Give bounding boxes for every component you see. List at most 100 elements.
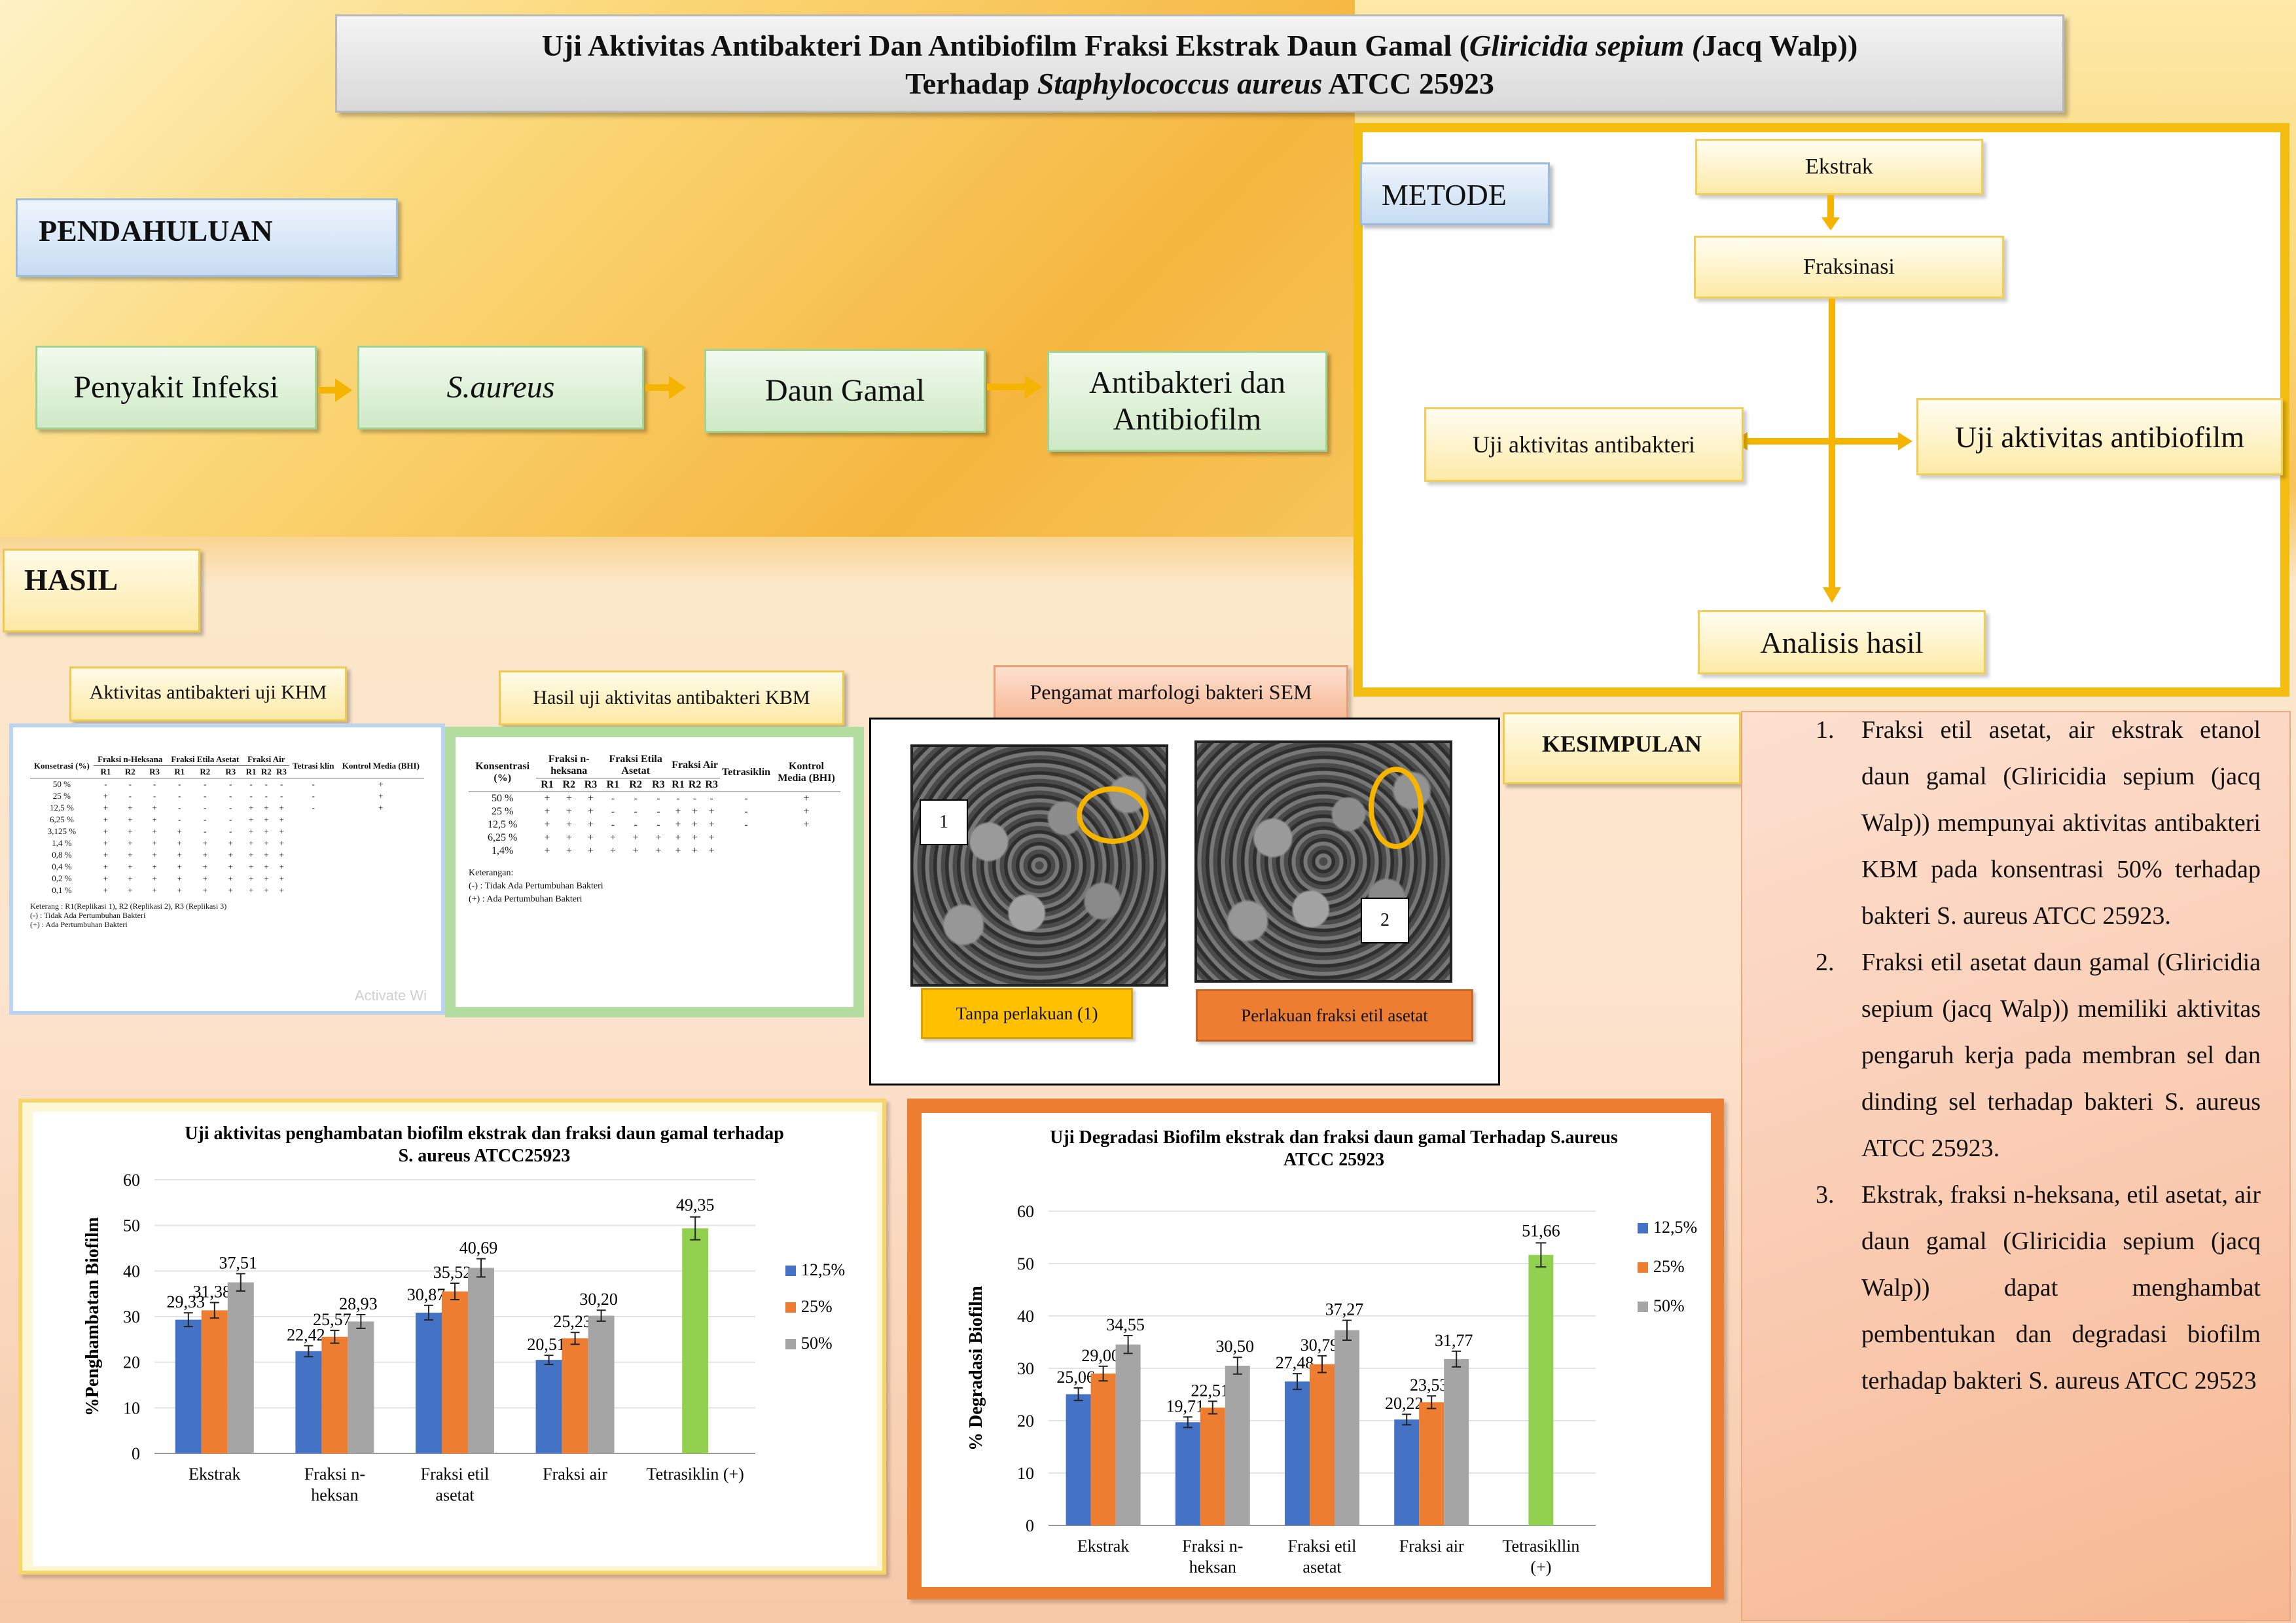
khm-cell: + [103, 838, 109, 848]
bar-25% [1090, 1374, 1116, 1525]
kbm-cell: + [632, 845, 639, 856]
pendahuluan-heading: PENDAHULUAN [16, 198, 398, 277]
chart-title: Uji aktivitas penghambatan biofilm ekstr… [185, 1123, 784, 1144]
flow-arrow-2 [645, 384, 672, 391]
kbm-subheader: R1 [670, 778, 687, 792]
khm-cell: + [248, 826, 254, 836]
khm-cell: - [152, 779, 156, 789]
y-tick-label: 60 [123, 1171, 140, 1190]
bar-12,5% [1066, 1394, 1091, 1525]
khm-cell [289, 849, 338, 861]
bar-12,5% [416, 1312, 442, 1453]
bar-12,5% [295, 1351, 322, 1453]
data-label: 37,27 [1325, 1300, 1364, 1319]
kbm-cell: - [634, 793, 637, 804]
khm-cell: - [264, 779, 268, 789]
kbm-cell: + [708, 832, 715, 843]
khm-table-row: 3,125 %++++--+++ [30, 826, 424, 837]
data-label: 20,51 [527, 1335, 565, 1354]
metode-arrowhead-1 [1821, 217, 1840, 230]
kbm-subheader: R1 [601, 778, 624, 792]
biofilm-inhibition-chart: Uji aktivitas penghambatan biofilm ekstr… [33, 1112, 877, 1566]
kbm-cell: + [803, 793, 810, 804]
khm-cell: + [228, 850, 234, 860]
kbm-note: Keterangan: [469, 868, 514, 878]
kbm-col-air: Fraksi Air [670, 753, 720, 778]
khm-cell: + [152, 862, 157, 871]
bar-50% [1225, 1366, 1250, 1525]
khm-subheader: R3 [217, 765, 243, 778]
khm-cell: - [204, 814, 207, 824]
khm-cell: + [279, 862, 284, 871]
kbm-cell: + [675, 819, 681, 830]
kbm-subheader: R2 [624, 778, 647, 792]
y-tick-label: 30 [1017, 1359, 1034, 1378]
khm-cell: + [128, 850, 133, 860]
y-tick-label: 20 [1017, 1412, 1034, 1431]
sem-caption-1: Tanpa perlakuan (1) [921, 988, 1133, 1039]
sem-number-2: 2 [1361, 898, 1409, 943]
khm-col-etil: Fraksi Etila Asetat [166, 754, 243, 766]
kbm-cell: + [655, 832, 662, 843]
data-label: 49,35 [676, 1195, 715, 1214]
hasil-heading: HASIL [3, 549, 200, 632]
khm-table-row: 50 %----------+ [30, 778, 424, 791]
x-tick-label: asetat [435, 1486, 475, 1504]
khm-cell: + [248, 873, 254, 883]
title-line-1: Uji Aktivitas Antibakteri Dan Antibiofil… [541, 29, 1858, 62]
kbm-cell [720, 845, 772, 858]
khm-cell [289, 837, 338, 849]
data-label: 20,22 [1385, 1394, 1424, 1413]
kbm-cell: 1,4% [492, 845, 514, 856]
legend-swatch [785, 1266, 796, 1276]
data-label: 30,79 [1300, 1336, 1339, 1355]
x-tick-label: Tetrasikllin [1502, 1537, 1579, 1556]
khm-col-nheksana: Fraksi n-Heksana [93, 754, 167, 766]
bar-12,5% [535, 1360, 562, 1453]
list-number: 2. [1816, 949, 1835, 976]
kbm-cell: + [587, 806, 594, 817]
khm-cell: + [202, 885, 207, 895]
flow-arrowhead-3 [1025, 375, 1042, 399]
kbm-cell: + [565, 845, 572, 856]
khm-cell: + [264, 850, 269, 860]
x-tick-label: heksan [1189, 1558, 1236, 1577]
khm-cell: + [378, 803, 384, 812]
kbm-cell: + [803, 806, 810, 817]
data-label: 25,06 [1056, 1368, 1095, 1387]
bar-50% [348, 1321, 374, 1453]
khm-cell [338, 861, 424, 873]
khm-subheader: R2 [259, 765, 274, 778]
kbm-subheader: R3 [647, 778, 670, 792]
khm-table: Konsetrasi (%) Fraksi n-Heksana Fraksi E… [30, 754, 424, 896]
kbm-table-row: 1,4%+++++++++ [469, 845, 840, 858]
kbm-cell: + [708, 845, 715, 856]
khm-cell: + [128, 838, 133, 848]
legend-swatch [1638, 1262, 1648, 1273]
khm-cell: - [178, 814, 181, 824]
khm-cell [289, 814, 338, 826]
kbm-cell: + [675, 845, 681, 856]
highlight-circle [1077, 786, 1149, 844]
khm-cell [338, 873, 424, 884]
bar-25% [442, 1291, 468, 1453]
metode-connector-1 [1827, 195, 1834, 221]
data-label: 37,51 [219, 1253, 258, 1272]
metode-analisis-box: Analisis hasil [1698, 610, 1986, 674]
khm-cell: 12,5 % [49, 803, 74, 812]
kbm-cell: + [565, 832, 572, 843]
y-tick-label: 10 [1017, 1464, 1034, 1483]
data-label: 35,52 [433, 1263, 472, 1282]
khm-label: Aktivitas antibakteri uji KHM [69, 666, 347, 721]
khm-note: (-) : Tidak Ada Pertumbuhan Bakteri [30, 911, 146, 920]
khm-cell: - [229, 803, 232, 812]
metode-arrowhead-down [1823, 587, 1841, 603]
kbm-cell: - [611, 793, 615, 804]
khm-cell: + [128, 814, 133, 824]
flow-box-s-aureus: S.aureus [357, 346, 644, 429]
kbm-cell: + [544, 832, 550, 843]
data-label: 30,50 [1216, 1337, 1255, 1356]
chart-title: Uji Degradasi Biofilm ekstrak dan fraksi… [1050, 1127, 1618, 1148]
kbm-col-kontrol: Kontrol Media (BHI) [772, 753, 840, 792]
khm-cell: + [103, 850, 109, 860]
